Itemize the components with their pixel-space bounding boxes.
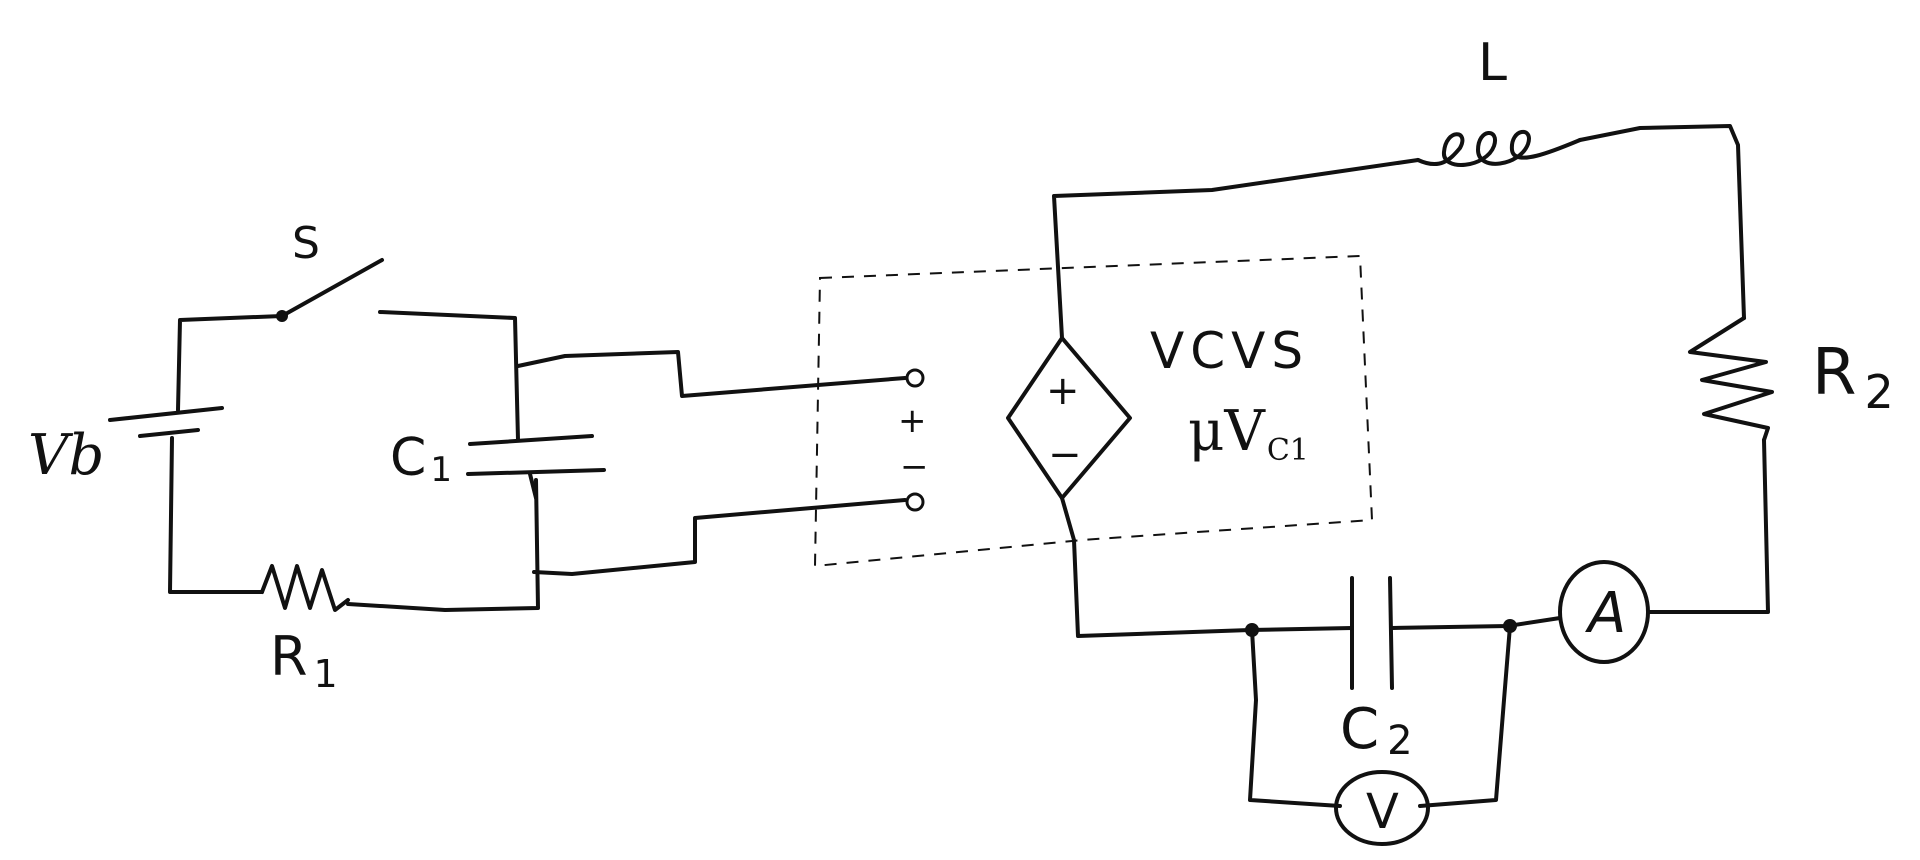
dep-plus-label: +	[1046, 368, 1080, 414]
capacitor-c1-bottom-lead	[528, 472, 538, 500]
capacitor-c1-top-plate	[468, 434, 594, 446]
capacitor-c2-right-plate	[1388, 576, 1394, 690]
wire-bottom	[346, 478, 540, 612]
source-label-group: Vb	[28, 423, 104, 488]
right-circuit	[1006, 124, 1774, 846]
inductor-label: L	[1478, 33, 1507, 93]
source-label: Vb	[28, 423, 104, 488]
resistor-r2	[1688, 316, 1774, 442]
inductor-l	[1416, 129, 1582, 167]
wire-ammeter-node	[1390, 616, 1562, 630]
port-terminal-plus	[905, 368, 925, 388]
wire-right-down	[1646, 438, 1770, 614]
wire-voltmeter-right	[1418, 624, 1512, 808]
wire-switch-right	[378, 310, 520, 442]
wire-top-right	[1578, 124, 1746, 320]
left-circuit	[108, 258, 907, 612]
switch-label: S	[292, 218, 320, 269]
ammeter-label: A	[1585, 581, 1626, 646]
port-minus-label: −	[900, 447, 929, 487]
voltmeter-circle	[1334, 770, 1430, 846]
wire-bottom-right	[1060, 496, 1354, 638]
wire-source-top	[1052, 158, 1420, 340]
dep-minus-label: −	[1048, 432, 1082, 478]
vcvs-name-label: VCVS	[1150, 322, 1309, 380]
battery-plate-short	[138, 428, 200, 438]
voltmeter-label: V	[1366, 784, 1399, 840]
wire-to-port-plus	[516, 350, 907, 398]
vcvs-boundary	[813, 254, 1374, 568]
wire-voltmeter-left	[1248, 628, 1342, 808]
wire-left-bottom	[168, 436, 264, 594]
port-plus-label: +	[898, 401, 927, 441]
wire-to-port-minus	[532, 498, 907, 576]
vcvs-gain-label: μVC1	[1188, 399, 1309, 468]
switch-lever	[280, 258, 384, 318]
battery-plate-long	[108, 406, 224, 422]
resistor-r1	[260, 564, 350, 612]
ammeter-circle	[1558, 560, 1650, 664]
capacitor-c1-bottom-plate	[466, 468, 606, 476]
wire-left-top	[176, 314, 284, 412]
port-terminal-minus	[905, 492, 925, 512]
switch-pivot	[276, 310, 288, 322]
